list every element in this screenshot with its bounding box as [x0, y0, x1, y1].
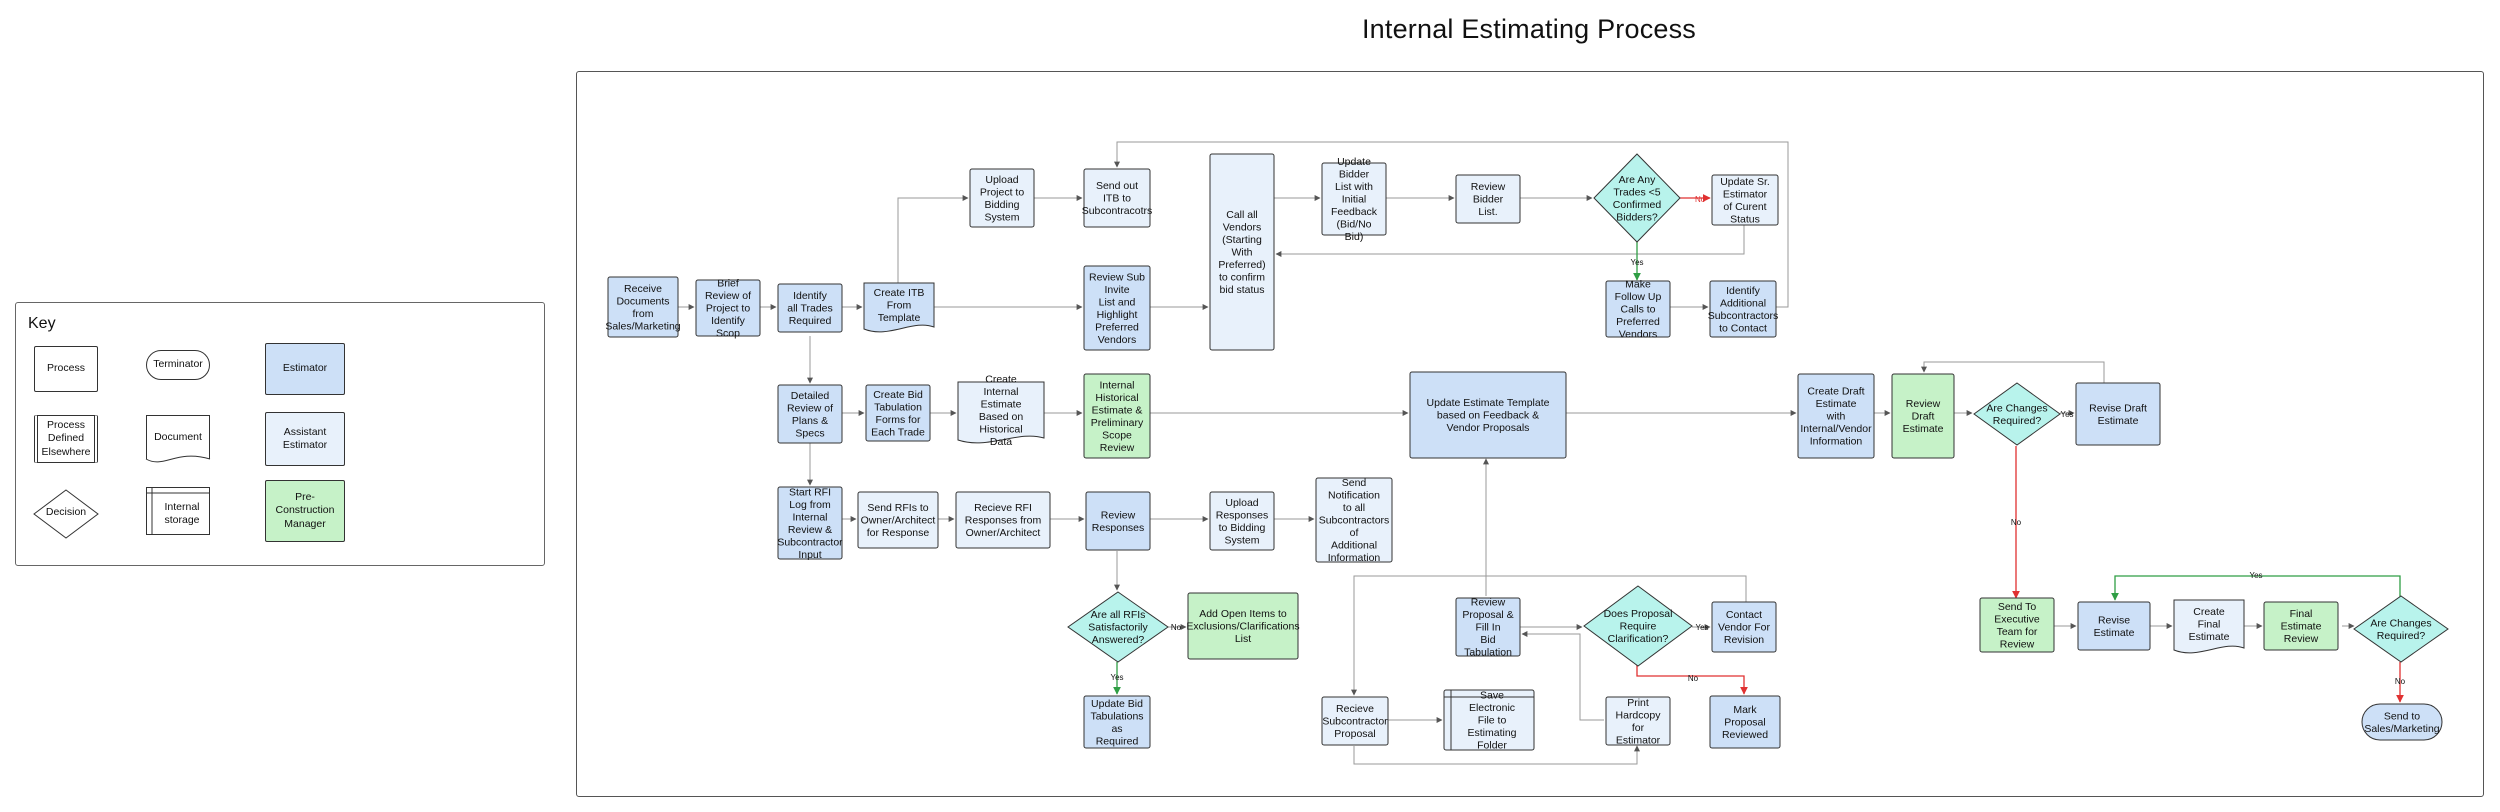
key-storage-label: Internal storage	[164, 500, 200, 526]
key-estimator: Estimator	[265, 343, 345, 395]
key-process-label: Process	[47, 362, 85, 375]
key-predefined-label: Process Defined Elsewhere	[41, 419, 91, 458]
page-title: Internal Estimating Process	[1361, 14, 1697, 44]
key-predefined: Process Defined Elsewhere	[34, 415, 98, 463]
key-estimator-label: Estimator	[282, 362, 328, 375]
key-terminator: Terminator	[146, 350, 210, 380]
key-assistant-label: Assistant Estimator	[282, 425, 328, 451]
key-precon: Pre-Construction Manager	[265, 480, 345, 542]
key-legend: Key Process Terminator Estimator Process…	[15, 302, 545, 566]
key-precon-label: Pre-Construction Manager	[275, 491, 335, 530]
diagram-frame	[576, 71, 2484, 797]
key-document-label: Document	[154, 430, 202, 443]
key-process: Process	[34, 346, 98, 392]
key-document: Document	[146, 415, 210, 459]
key-decision-label: Decision	[34, 493, 98, 533]
key-heading: Key	[28, 315, 56, 332]
key-terminator-label: Terminator	[153, 358, 203, 371]
key-assistant: Assistant Estimator	[265, 412, 345, 466]
key-storage: Internal storage	[146, 487, 210, 535]
key-decision-text: Decision	[45, 506, 87, 519]
